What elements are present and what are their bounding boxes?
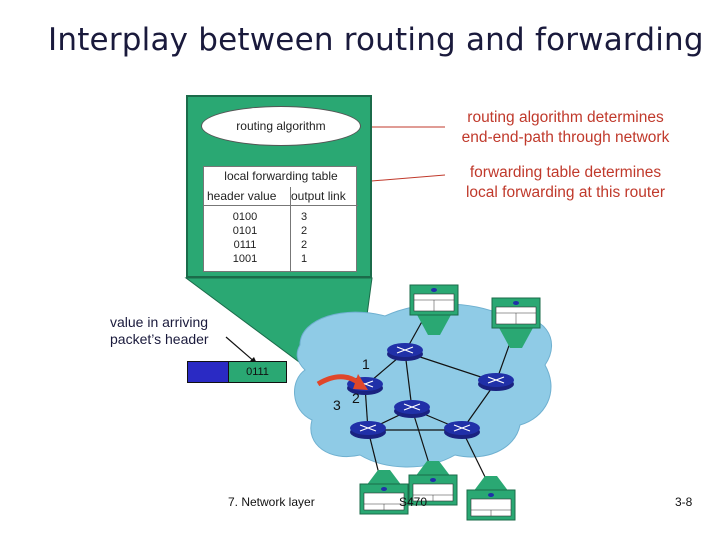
- forwarding-annotation: forwarding table determines local forwar…: [443, 163, 688, 203]
- page-title: Interplay between routing and forwarding: [48, 22, 704, 58]
- table-cell-value: 0100: [232, 211, 258, 223]
- table-cell-value: 1001: [232, 253, 258, 265]
- table-cell-link: 2: [300, 225, 308, 237]
- routing-annotation: routing algorithm determines end-end-pat…: [443, 108, 688, 148]
- table-cell-value: 0111: [233, 239, 257, 251]
- forwarding-table-title: local forwarding table: [224, 169, 338, 183]
- footer-chapter: 7. Network layer: [228, 495, 315, 509]
- col-output-link: output link: [291, 189, 346, 203]
- arriving-pointer-line: [225, 336, 257, 364]
- packet-header-value: 0111: [228, 361, 287, 383]
- arriving-label-line1: value in arriving: [110, 314, 209, 330]
- footer-course: S470: [399, 495, 428, 509]
- router-icon: [350, 421, 386, 439]
- mini-table-icon: [466, 476, 516, 521]
- mini-table-icon: [491, 297, 541, 348]
- router-icons: [347, 343, 514, 439]
- slide-number: 3-8: [675, 495, 693, 509]
- col-header-value: header value: [207, 189, 277, 203]
- link-number-2: 2: [352, 390, 360, 406]
- router-icon: [394, 400, 430, 418]
- arriving-packet-label: value in arriving packet’s header: [110, 314, 209, 348]
- link-number-1: 1: [362, 356, 370, 372]
- arriving-label-line2: packet’s header: [110, 331, 209, 347]
- mini-table-icon: [408, 461, 458, 506]
- mini-table-icon: [409, 284, 459, 335]
- link-number-3: 3: [333, 397, 341, 413]
- router-icon: [444, 421, 480, 439]
- forwarding-annotation-line2: local forwarding at this router: [465, 184, 665, 201]
- table-cell-link: 3: [300, 211, 308, 223]
- table-header-divider: [204, 205, 358, 206]
- forward-arrowhead: [353, 374, 368, 390]
- local-forwarding-table: local forwarding table header value outp…: [203, 166, 358, 272]
- table-cell-link: 2: [300, 239, 308, 251]
- routing-annotation-line2: end-end-path through network: [461, 129, 670, 146]
- router-icon: [387, 343, 423, 361]
- forwarding-annotation-line1: forwarding table determines: [469, 164, 662, 181]
- mini-router-tables: [359, 284, 541, 521]
- table-cell-link: 1: [300, 253, 308, 265]
- mini-table-icon: [359, 470, 409, 515]
- router-icon: [478, 373, 514, 391]
- routing-algorithm-oval: routing algorithm: [201, 106, 361, 146]
- routing-annotation-line1: routing algorithm determines: [467, 109, 664, 126]
- table-cell-value: 0101: [232, 225, 258, 237]
- table-column-divider: [290, 187, 291, 271]
